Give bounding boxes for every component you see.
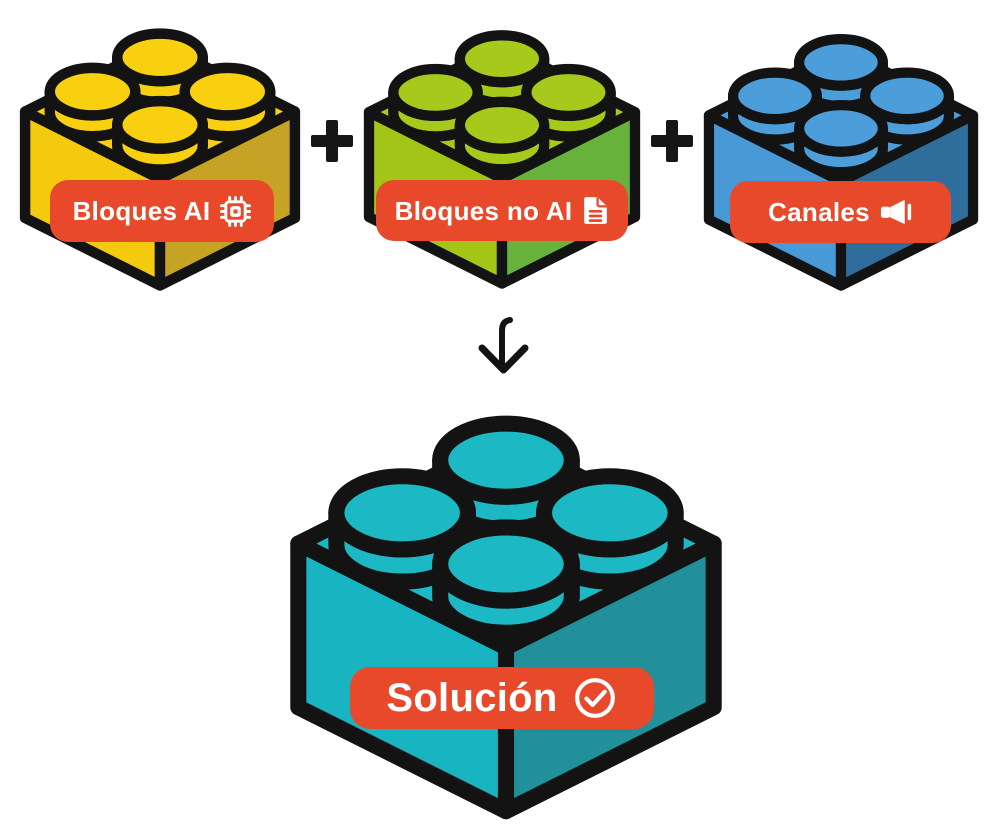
lego-brick-solucion [290,415,722,820]
brick-studs [44,28,276,175]
pill-label: Canales [768,197,870,227]
lego-brick-bloques-no-ai [363,30,641,289]
check-circle-icon [574,678,615,718]
pill-label: Bloques AI [72,196,211,226]
label-pill-canales: Canales [730,181,951,243]
brick-studs [728,33,954,178]
brick-studs [388,30,616,175]
plus-icon [309,118,355,164]
label-pill-solucion: Solución [350,667,654,729]
arrow-down-icon [478,317,529,374]
pill-label: Bloques no AI [394,195,573,226]
plus-icon [649,118,695,164]
brick-studs [328,415,684,641]
lego-brick-canales [703,33,979,291]
label-pill-bloques-no-ai: Bloques no AI [376,180,628,241]
label-pill-bloques-ai: Bloques AI [50,180,274,242]
document-icon [584,197,608,224]
chip-icon [220,195,252,227]
lego-brick-bloques-ai [19,28,301,291]
megaphone-icon [880,199,912,225]
pill-label: Solución [386,676,558,720]
